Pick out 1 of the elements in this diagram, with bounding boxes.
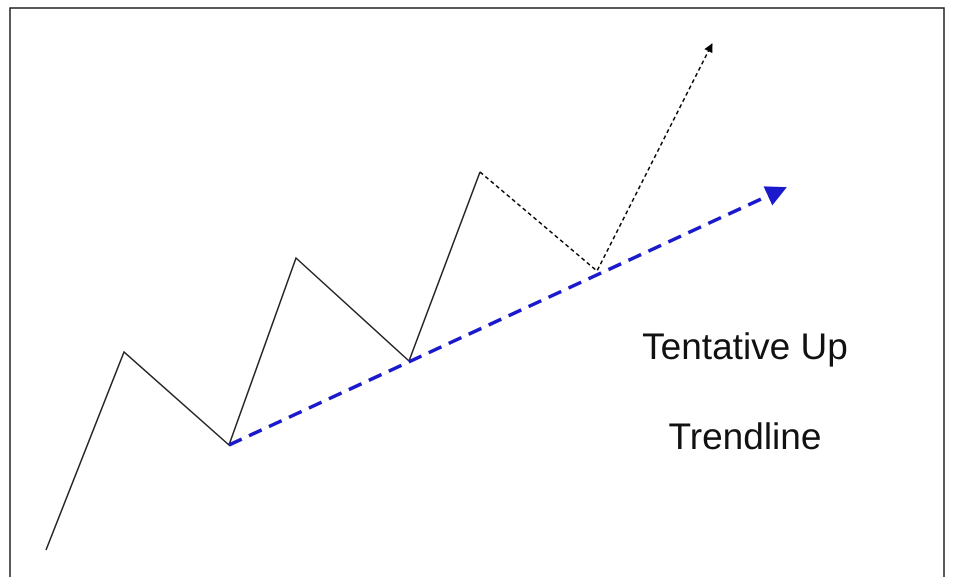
trendline-label: Tentative Up Trendline <box>641 325 849 459</box>
